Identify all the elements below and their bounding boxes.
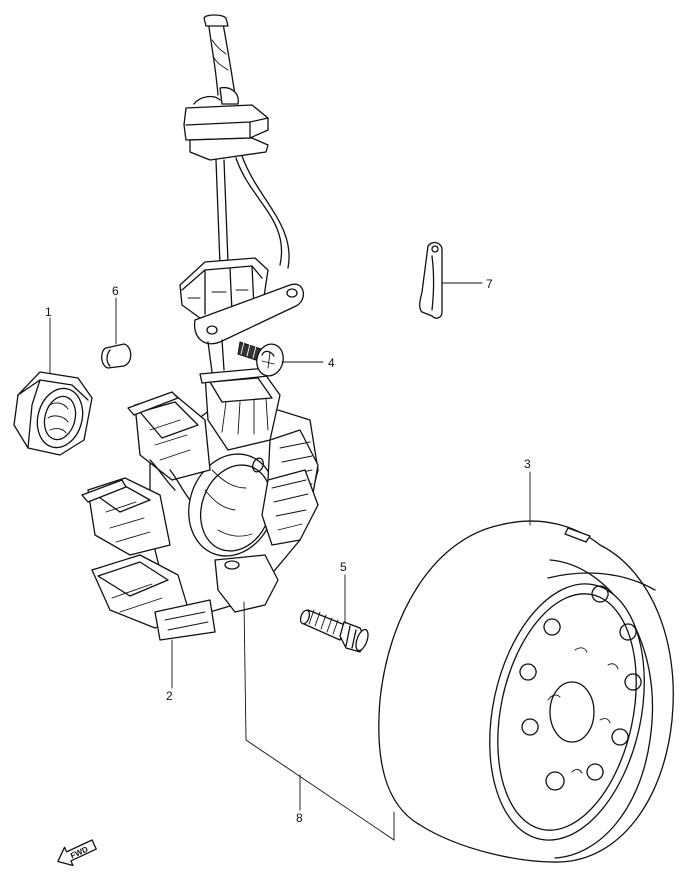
callout-8: 8 <box>296 811 303 825</box>
leader-lines <box>49 282 531 841</box>
callout-4: 4 <box>328 356 335 370</box>
wire-harness <box>179 14 304 373</box>
callout-6: 6 <box>112 284 119 298</box>
clamp-part-7 <box>419 241 443 319</box>
fwd-label: FWD <box>69 845 90 861</box>
fwd-arrow-icon: FWD <box>57 839 97 867</box>
nut-part-1 <box>13 371 93 456</box>
callout-1: 1 <box>45 305 52 319</box>
bolt-part-5 <box>299 609 369 653</box>
callout-7: 7 <box>486 277 493 291</box>
stator-part-2 <box>81 367 319 641</box>
callout-2: 2 <box>166 689 173 703</box>
key-part-6 <box>101 343 132 369</box>
callout-3: 3 <box>524 457 531 471</box>
rotor-part-3 <box>378 520 674 863</box>
callout-5: 5 <box>340 560 347 574</box>
screw-part-4 <box>237 341 284 377</box>
